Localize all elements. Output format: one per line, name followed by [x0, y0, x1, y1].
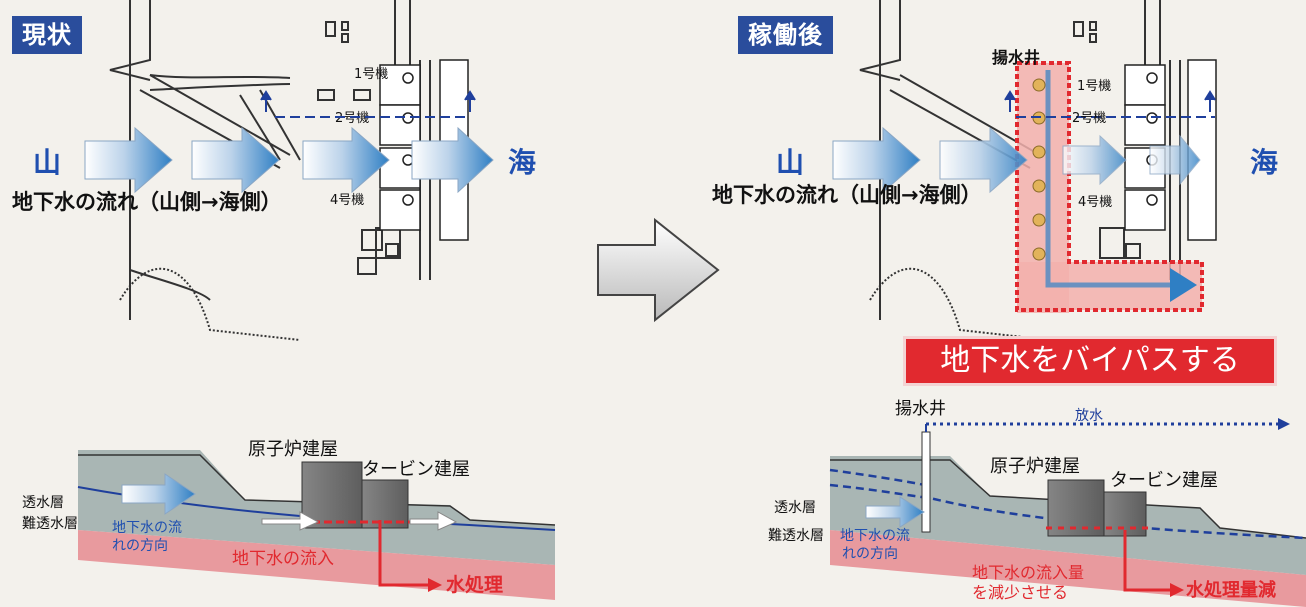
right-flow-direction-1: 地下水の流 — [840, 528, 910, 544]
left-flow-caption: 地下水の流れ（山側→海側） — [12, 190, 282, 214]
left-flow-arrows — [84, 126, 494, 194]
right-section-well-label: 揚水井 — [895, 399, 946, 419]
right-flow-caption: 地下水の流れ（山側→海側） — [712, 183, 982, 207]
left-reactor-label: 原子炉建屋 — [248, 439, 338, 460]
right-turbine-label: タービン建屋 — [1110, 470, 1218, 491]
right-cross-section — [829, 418, 1306, 607]
left-impermeable-label: 難透水層 — [22, 516, 78, 532]
left-dashed-route — [260, 90, 476, 118]
left-unit4-label: 4号機 — [330, 193, 364, 208]
right-mountain-label: 山 — [776, 146, 804, 179]
right-well-label: 揚水井 — [992, 48, 1040, 67]
badge-current: 現状 — [12, 16, 82, 54]
right-flow-direction-2: れの方向 — [842, 546, 898, 562]
left-unit1-label: 1号機 — [354, 67, 388, 82]
right-reactor-label: 原子炉建屋 — [990, 456, 1080, 477]
transition-arrow — [597, 217, 720, 323]
right-unit2-label: 2号機 — [1072, 111, 1106, 126]
left-sea-label: 海 — [508, 146, 536, 179]
right-treatment-label: 水処理量減 — [1186, 579, 1276, 601]
badge-after: 稼働後 — [738, 16, 833, 54]
right-unit4-label: 4号機 — [1078, 195, 1112, 210]
right-inflow-label-1: 地下水の流入量 — [972, 563, 1084, 582]
right-sea-label: 海 — [1250, 146, 1278, 179]
bypass-banner: 地下水をバイパスする — [906, 339, 1274, 383]
right-permeable-label: 透水層 — [774, 500, 816, 516]
left-turbine-label: タービン建屋 — [362, 459, 470, 480]
right-flow-arrows — [832, 126, 1201, 194]
bypass-route — [1045, 70, 1185, 288]
left-treatment-label: 水処理 — [446, 573, 503, 596]
bypass-arrow-head — [1170, 268, 1197, 302]
left-permeable-label: 透水層 — [22, 495, 64, 511]
right-dashed-route — [1004, 90, 1216, 118]
left-unit2-label: 2号機 — [335, 111, 369, 126]
right-unit1-label: 1号機 — [1077, 79, 1111, 94]
left-mountain-label: 山 — [33, 146, 61, 179]
left-cross-section — [77, 450, 556, 600]
right-wells — [1032, 78, 1046, 261]
bypass-zone-outline — [1015, 61, 1204, 312]
right-inflow-label-2: を減少させる — [972, 583, 1068, 602]
right-impermeable-label: 難透水層 — [768, 528, 824, 544]
discharge-label: 放水 — [1075, 408, 1103, 424]
left-inflow-label: 地下水の流入 — [232, 549, 334, 569]
left-flow-direction-2: れの方向 — [112, 538, 168, 554]
left-flow-direction-1: 地下水の流 — [112, 520, 182, 536]
